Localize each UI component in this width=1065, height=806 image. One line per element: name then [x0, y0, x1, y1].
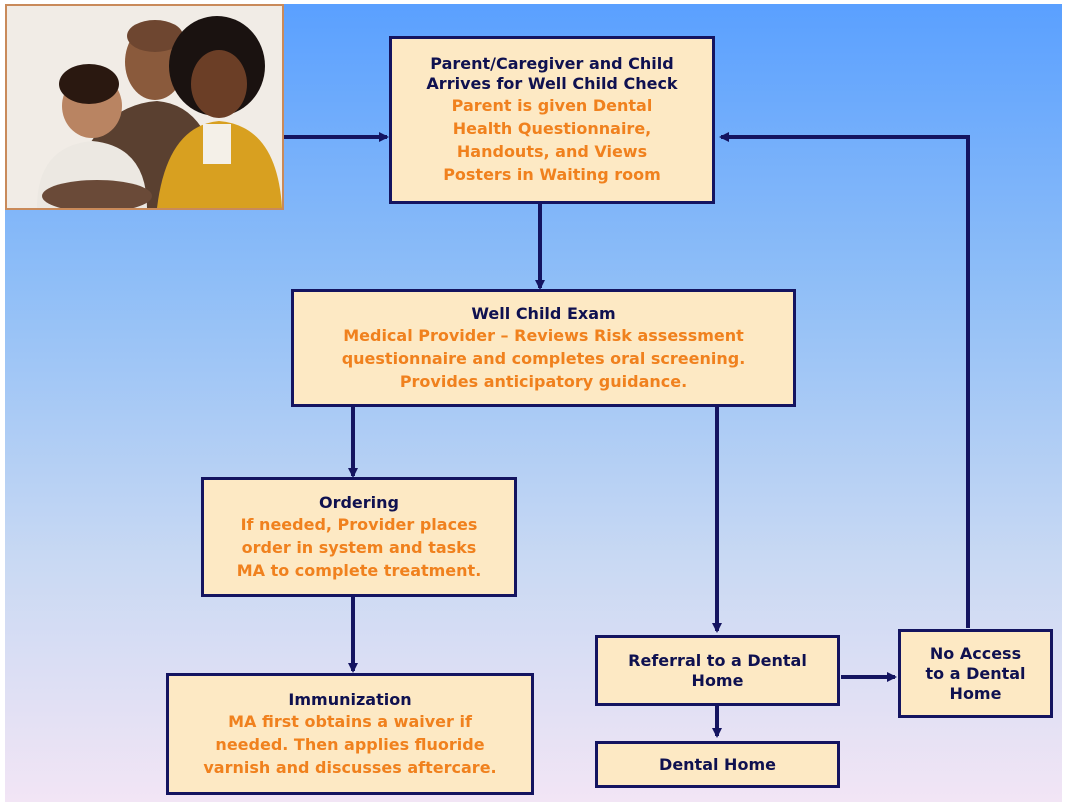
exam-box: Well Child Exam Medical Provider – Revie…	[291, 289, 796, 407]
immunization-body: MA first obtains a waiver if needed. The…	[203, 711, 497, 777]
family-photo-illustration	[7, 6, 282, 208]
immunization-title: Immunization	[288, 689, 412, 709]
referral-title: Referral to a Dental Home	[628, 650, 807, 690]
ordering-body: If needed, Provider places order in syst…	[236, 514, 482, 580]
ordering-box: Ordering If needed, Provider places orde…	[201, 477, 517, 597]
dental-home-box: Dental Home	[595, 741, 840, 788]
no-access-title: No Access to a Dental Home	[925, 643, 1026, 703]
arrival-body: Parent is given Dental Health Questionna…	[443, 96, 661, 184]
no-access-box: No Access to a Dental Home	[898, 629, 1053, 718]
exam-body: Medical Provider – Reviews Risk assessme…	[341, 325, 746, 391]
exam-title: Well Child Exam	[471, 303, 616, 323]
immunization-box: Immunization MA first obtains a waiver i…	[166, 673, 534, 795]
referral-box: Referral to a Dental Home	[595, 635, 840, 706]
flowchart-canvas: Parent/Caregiver and Child Arrives for W…	[5, 4, 1062, 802]
family-photo	[5, 4, 284, 210]
arrow-no-access-to-arrival	[719, 132, 970, 628]
connector-arrows	[284, 132, 970, 738]
arrival-box: Parent/Caregiver and Child Arrives for W…	[389, 36, 715, 204]
dental-home-title: Dental Home	[659, 754, 776, 774]
ordering-title: Ordering	[318, 492, 399, 512]
arrival-title: Parent/Caregiver and Child Arrives for W…	[426, 54, 678, 93]
